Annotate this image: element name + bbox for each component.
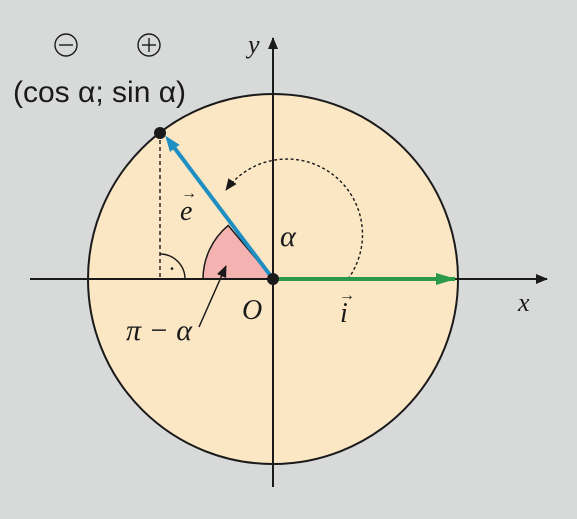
point-coordinates-label: (cos α; sin α) bbox=[13, 76, 186, 109]
origin-label: O bbox=[242, 295, 262, 326]
supplement-angle-label: π − α bbox=[126, 314, 193, 347]
vector-e-arrow-mark: → bbox=[181, 185, 197, 202]
alpha-arc bbox=[225, 158, 364, 280]
supplement-pointer bbox=[198, 265, 227, 328]
vector-i-label: i bbox=[340, 298, 348, 329]
point-on-circle bbox=[154, 127, 166, 139]
vector-e-label: e bbox=[180, 196, 192, 227]
right-angle-icon bbox=[159, 253, 186, 280]
vector-e bbox=[165, 135, 275, 281]
plus-circle-icon bbox=[137, 33, 161, 57]
vector-i-arrow-mark: → bbox=[339, 287, 355, 304]
x-axis-label: x bbox=[517, 288, 530, 317]
origin-point bbox=[267, 273, 279, 285]
alpha-label: α bbox=[280, 220, 297, 253]
right-angle-dot: • bbox=[170, 264, 174, 275]
minus-circle-icon bbox=[54, 33, 78, 57]
y-axis-label: y bbox=[245, 30, 260, 59]
